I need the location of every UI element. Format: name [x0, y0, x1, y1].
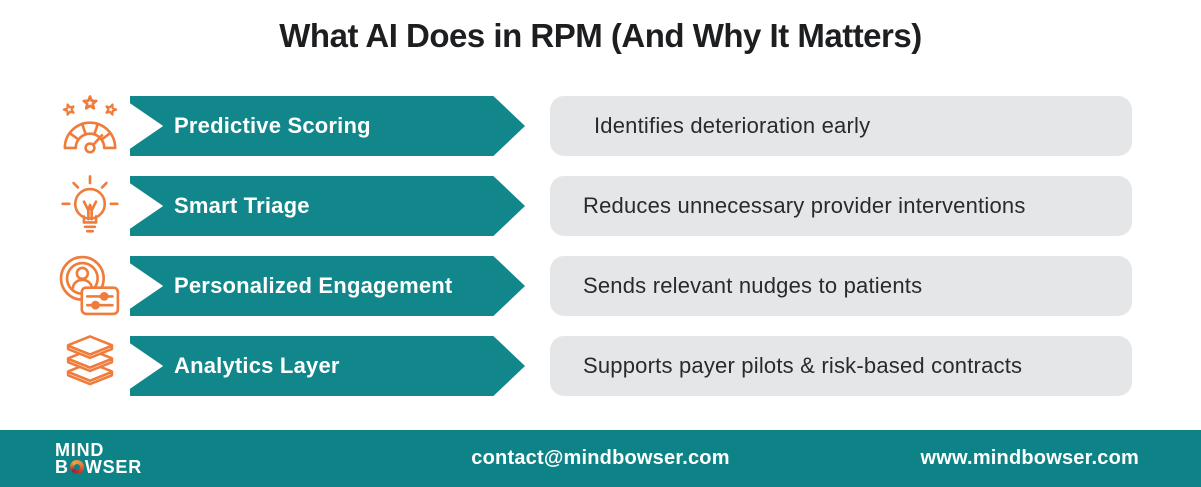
feature-description: Reduces unnecessary provider interventio…: [583, 193, 1026, 218]
feature-label: Personalized Engagement: [174, 273, 453, 298]
feature-description: Sends relevant nudges to patients: [583, 273, 923, 298]
feature-banner: Analytics Layer: [130, 336, 525, 396]
feature-description: Identifies deterioration early: [594, 113, 871, 138]
feature-description-pill: Identifies deterioration early: [550, 96, 1132, 156]
patient-profile-icon: [50, 251, 130, 321]
feature-description-pill: Reduces unnecessary provider interventio…: [550, 176, 1132, 236]
page-title: What AI Does in RPM (And Why It Matters): [279, 17, 922, 54]
feature-label: Analytics Layer: [174, 353, 340, 378]
logo-text: WSER: [84, 456, 143, 477]
contact-email: contact@mindbowser.com: [471, 447, 730, 469]
lightbulb-icon: [50, 171, 130, 241]
gauge-stars-icon: [50, 91, 130, 161]
feature-row-predictive-scoring: Predictive Scoring Identifies deteriorat…: [50, 95, 1132, 156]
feature-row-personalized-engagement: Personalized Engagement Sends relevant n…: [50, 255, 1132, 316]
logo-line-2: B WSER: [55, 456, 143, 477]
logo-text: B: [55, 456, 69, 477]
logo-line-1: MIND: [55, 439, 105, 460]
logo-swirl-o-icon: [69, 459, 84, 474]
footer-bar: MIND B WSER contact@mindbowser.com www.m…: [0, 430, 1201, 487]
layers-stack-icon: [50, 331, 130, 401]
feature-label: Predictive Scoring: [174, 113, 371, 138]
feature-banner: Smart Triage: [130, 176, 525, 236]
feature-description-pill: Sends relevant nudges to patients: [550, 256, 1132, 316]
feature-description: Supports payer pilots & risk-based contr…: [583, 353, 1023, 378]
feature-row-smart-triage: Smart Triage Reduces unnecessary provide…: [50, 175, 1132, 236]
feature-banner: Personalized Engagement: [130, 256, 525, 316]
feature-label: Smart Triage: [174, 193, 310, 218]
mindbowser-logo: MIND B WSER: [55, 439, 143, 477]
feature-banner: Predictive Scoring: [130, 96, 525, 156]
feature-rows: Predictive Scoring Identifies deteriorat…: [50, 95, 1132, 396]
feature-row-analytics-layer: Analytics Layer Supports payer pilots & …: [50, 335, 1132, 396]
website-url: www.mindbowser.com: [920, 447, 1139, 469]
feature-description-pill: Supports payer pilots & risk-based contr…: [550, 336, 1132, 396]
